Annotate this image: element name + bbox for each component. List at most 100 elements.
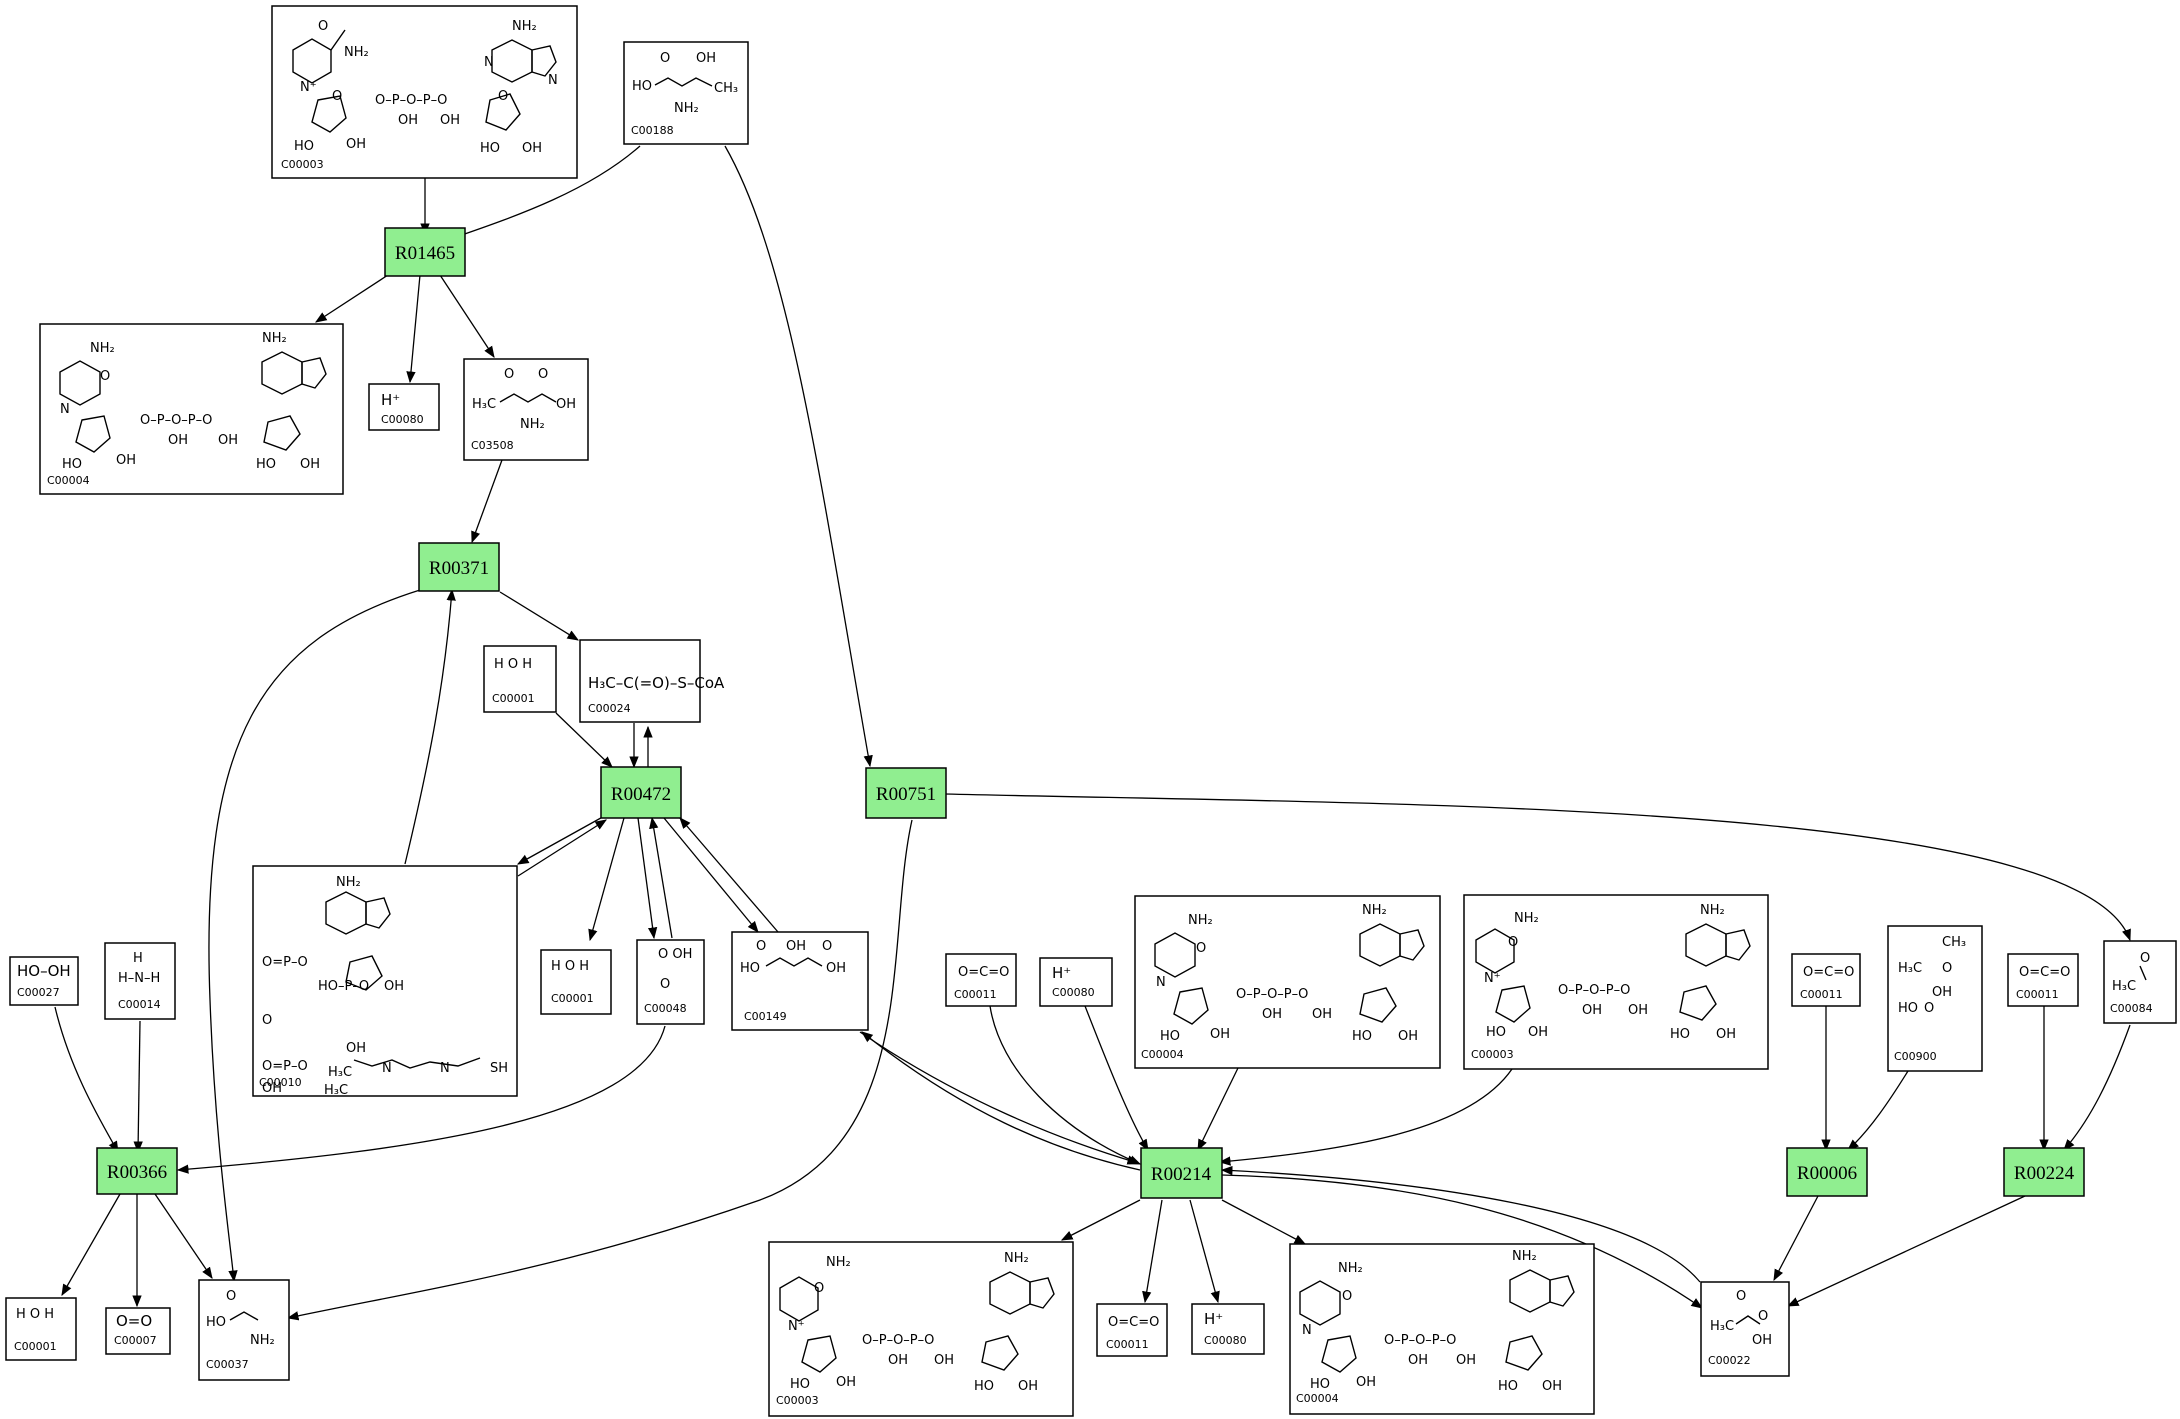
svg-text:HO: HO xyxy=(1310,1377,1330,1392)
compound-c00011-d[interactable]: O=C=O C00011 xyxy=(1096,1303,1168,1357)
compound-c00011-c[interactable]: O=C=O C00011 xyxy=(2007,953,2079,1007)
compound-c00149[interactable]: O OH O HO OH C00149 xyxy=(731,931,869,1031)
svg-text:O: O xyxy=(1736,1289,1746,1304)
svg-text:O: O xyxy=(814,1281,824,1296)
svg-text:O: O xyxy=(538,367,548,382)
compound-c00003-right[interactable]: NH₂ O N⁺ HO OH O–P–O–P–O OH OH HO OH NH₂… xyxy=(1463,894,1769,1070)
edge-r00472-c00048 xyxy=(637,817,658,940)
compound-c00011-a[interactable]: O=C=O C00011 xyxy=(945,953,1017,1007)
compound-c00004-bottom[interactable]: NH₂ O N HO OH O–P–O–P–O OH OH HO OH NH₂ … xyxy=(1289,1243,1595,1415)
compound-c00001-c[interactable]: H O H C00001 xyxy=(5,1297,77,1361)
svg-text:NH₂: NH₂ xyxy=(1004,1251,1029,1266)
reaction-r00366[interactable]: R00366 xyxy=(96,1147,178,1195)
edge-r00472-c00010 xyxy=(516,813,609,865)
reaction-r00214[interactable]: R00214 xyxy=(1140,1147,1223,1199)
compound-c00080-b[interactable]: H⁺ C00080 xyxy=(1039,957,1113,1007)
edge-c00011a-r00214 xyxy=(989,1005,1142,1165)
compound-c00007[interactable]: O=O C00007 xyxy=(105,1307,171,1355)
compound-c00003-top[interactable]: O NH₂ N⁺ O HO OH O–P–O–P–O OH OH O HO OH… xyxy=(271,5,578,179)
nadh-structure-icon: NH₂ O N HO OH O–P–O–P–O OH OH HO OH NH₂ xyxy=(1299,1249,1575,1394)
svg-text:O: O xyxy=(504,367,514,382)
svg-text:NH₂: NH₂ xyxy=(1512,1249,1537,1264)
edge-c00010-r00371 xyxy=(404,588,456,865)
svg-text:OH: OH xyxy=(384,979,404,994)
compound-c00001-mid[interactable]: H O H C00001 xyxy=(483,645,557,713)
edge-r00006-c00022 xyxy=(1773,1195,1819,1282)
svg-text:OH: OH xyxy=(300,457,320,472)
svg-text:NH₂: NH₂ xyxy=(826,1255,851,1270)
aminoacetoacetate-structure-icon: O O H₃C OH NH₂ xyxy=(472,367,576,432)
compound-c00048[interactable]: O OH O C00048 xyxy=(636,939,705,1025)
reaction-r00006[interactable]: R00006 xyxy=(1786,1147,1868,1197)
compound-id: C00001 xyxy=(14,1340,57,1353)
svg-text:OH: OH xyxy=(346,137,366,152)
acetaldehyde-structure-icon: O H₃C xyxy=(2112,951,2150,994)
edge-c00048-r00472 xyxy=(649,816,673,939)
svg-text:NH₂: NH₂ xyxy=(1514,911,1539,926)
compound-c00003-bottom[interactable]: NH₂ O N⁺ HO OH O–P–O–P–O OH OH HO OH NH₂… xyxy=(768,1241,1074,1417)
water-structure-icon: H O H xyxy=(494,657,532,672)
compound-c00010[interactable]: NH₂ O=P–O O HO–P–O OH O=P–O OH H₃C H₃C N… xyxy=(252,865,518,1098)
compound-c03508[interactable]: O O H₃C OH NH₂ C03508 xyxy=(463,358,589,461)
compound-c00188[interactable]: O OH HO CH₃ NH₂ C00188 xyxy=(623,41,749,145)
co2-structure-icon: O=C=O xyxy=(2019,965,2070,980)
compound-c00027[interactable]: HO–OH C00027 xyxy=(9,956,79,1006)
compound-c00022[interactable]: O H₃C O OH C00022 xyxy=(1700,1281,1790,1377)
svg-text:H₃C: H₃C xyxy=(472,397,496,412)
compound-c00004-left[interactable]: NH₂ O N HO OH O–P–O–P–O OH OH HO OH NH₂ … xyxy=(39,323,344,495)
svg-text:O–P–O–P–O: O–P–O–P–O xyxy=(1558,983,1630,998)
svg-text:N: N xyxy=(1302,1323,1312,1338)
svg-text:SH: SH xyxy=(490,1061,508,1076)
compound-c00084[interactable]: O H₃C C00084 xyxy=(2103,940,2177,1024)
edge-r00214-c00149 xyxy=(861,1031,1141,1171)
compound-id: C00080 xyxy=(1204,1334,1247,1347)
svg-text:NH₂: NH₂ xyxy=(1362,903,1387,918)
compound-c00011-b[interactable]: O=C=O C00011 xyxy=(1791,953,1861,1007)
compound-id: C00001 xyxy=(551,992,594,1005)
svg-text:OH: OH xyxy=(522,141,542,156)
svg-text:HO: HO xyxy=(1352,1029,1372,1044)
svg-text:O: O xyxy=(100,369,110,384)
edge-r00371-c00024 xyxy=(499,591,579,641)
svg-text:H₃C: H₃C xyxy=(328,1065,352,1080)
svg-text:O: O xyxy=(822,939,832,954)
compound-id: C00027 xyxy=(17,986,60,999)
reaction-r00751[interactable]: R00751 xyxy=(865,767,947,819)
pyruvate-structure-icon: O H₃C O OH xyxy=(1710,1289,1772,1348)
reaction-label: R00214 xyxy=(1151,1164,1212,1185)
svg-text:OH: OH xyxy=(1262,1007,1282,1022)
svg-text:NH₂: NH₂ xyxy=(1188,913,1213,928)
svg-text:O: O xyxy=(1196,941,1206,956)
svg-text:N: N xyxy=(60,402,70,417)
reaction-r00472[interactable]: R00472 xyxy=(600,766,682,819)
compound-c00900[interactable]: CH₃ H₃C O OH HO O C00900 xyxy=(1887,925,1983,1072)
compound-c00080-top[interactable]: H⁺ C00080 xyxy=(368,383,440,431)
edge-r00751-c00084 xyxy=(944,793,2131,942)
compound-c00080-c[interactable]: H⁺ C00080 xyxy=(1191,1303,1265,1355)
compound-c00024[interactable]: H₃C–C(=O)–S–CoA C00024 xyxy=(579,639,725,723)
svg-text:O: O xyxy=(332,89,342,104)
nadh-structure-icon: NH₂ O N HO OH O–P–O–P–O OH OH HO OH NH₂ xyxy=(59,331,327,472)
compound-c00001-b[interactable]: H O H C00001 xyxy=(540,949,612,1015)
formula: HO–OH xyxy=(17,962,71,980)
svg-text:HO: HO xyxy=(632,79,652,94)
compound-c00014[interactable]: H H–N–H C00014 xyxy=(104,942,176,1020)
svg-text:NH₂: NH₂ xyxy=(1700,903,1725,918)
edge-r00366-c00037 xyxy=(154,1193,213,1279)
reaction-r01465[interactable]: R01465 xyxy=(384,227,466,277)
reaction-r00371[interactable]: R00371 xyxy=(418,542,500,592)
svg-text:OH: OH xyxy=(1752,1333,1772,1348)
nadh-structure-icon: NH₂ O N HO OH O–P–O–P–O OH OH HO OH NH₂ xyxy=(1154,903,1425,1044)
edge-r00472-c00001b xyxy=(588,817,625,942)
compound-c00004-right[interactable]: NH₂ O N HO OH O–P–O–P–O OH OH HO OH NH₂ … xyxy=(1134,895,1441,1069)
edge-c00188-r01465 xyxy=(451,145,641,240)
edge-c00004right-r00214 xyxy=(1197,1067,1239,1152)
svg-text:OH: OH xyxy=(1628,1003,1648,1018)
co2-structure-icon: O=C=O xyxy=(1803,965,1854,980)
svg-text:H₃C: H₃C xyxy=(1898,961,1922,976)
compound-id: C03508 xyxy=(471,439,514,452)
compound-c00037[interactable]: O HO NH₂ C00037 xyxy=(198,1279,290,1381)
reaction-r00224[interactable]: R00224 xyxy=(2003,1147,2085,1197)
formula: H⁺ xyxy=(1052,964,1071,982)
formula: H⁺ xyxy=(1204,1310,1223,1328)
